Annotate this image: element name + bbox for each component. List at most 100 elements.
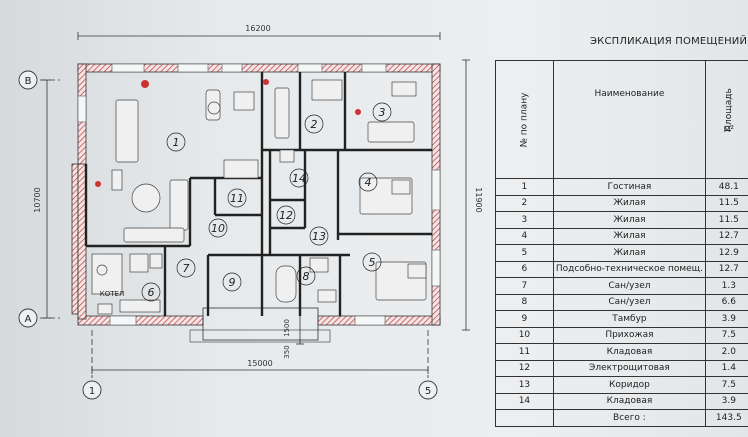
dim-top: 16200 [245,24,270,33]
axis-b-bubble [18,70,38,90]
room-12-label: 12 [279,209,293,222]
axis-a-bubble [18,308,38,328]
dim-bottom: 15000 [247,359,272,368]
row-name: Сан/узел [552,293,707,311]
row-name: Жилая [552,194,707,212]
porch [202,307,319,341]
axis-5-bubble [418,380,438,400]
dim-right: 11900 [474,187,483,212]
row-area: 1.4 [705,359,748,377]
row-area: 48.1 [705,178,748,196]
row-area: 3.9 [705,310,748,328]
row-num: 1 [495,178,554,196]
row-area: 6.6 [705,293,748,311]
row-name: Гостиная [552,178,707,196]
row-area: 12.7 [705,260,748,278]
axis-b-label: B [25,76,32,87]
explication-title: ЭКСПЛИКАЦИЯ ПОМЕЩЕНИЙ [590,36,748,47]
row-area: 11.5 [705,194,748,212]
plants [95,79,361,187]
boiler-label: КОТЕЛ [100,290,124,298]
room-4-label: 4 [365,176,372,189]
row-num: 2 [495,194,554,212]
row-num: 4 [495,227,554,245]
row-num: 13 [495,376,554,394]
row-area: 11.5 [705,211,748,229]
row-name: Жилая [552,244,707,262]
axis-1-bubble [82,380,102,400]
row-num: 3 [495,211,554,229]
total-row: Всего : 143.5 [495,409,748,427]
row-area: 7.5 [705,326,748,344]
room-1-label: 1 [173,136,180,149]
row-area: 12.7 [705,227,748,245]
row-num: 7 [495,277,554,295]
row-area: 3.9 [705,392,748,410]
room-8-label: 8 [303,270,310,283]
row-name: Тамбур [552,310,707,328]
total-area: 143.5 [705,409,748,427]
room-2-label: 2 [311,118,318,131]
row-num: 14 [495,392,554,410]
row-name: Жилая [552,227,707,245]
row-name: Кладовая [552,343,707,361]
furniture [91,79,427,315]
room-6-label: 6 [148,286,155,299]
floor-plan: 16200 10700 11900 15000 1500 350 B A 1 5 [18,24,483,400]
row-name: Кладовая [552,392,707,410]
room-9-label: 9 [229,276,236,289]
header-num: № по плану [495,60,554,179]
row-num: 8 [495,293,554,311]
row-num: 11 [495,343,554,361]
row-name: Коридор [552,376,707,394]
row-area: 1.3 [705,277,748,295]
axis-1-label: 1 [89,386,95,397]
axis-5-label: 5 [425,386,431,397]
room-10-label: 10 [211,222,225,235]
dim-porch: 1500 [283,319,291,337]
row-name: Подсобно-техническое помещ. [552,260,707,278]
axis-a-label: A [25,314,32,325]
room-14-label: 14 [292,172,306,185]
room-5-label: 5 [369,256,376,269]
dim-left: 10700 [33,187,42,212]
dim-porch-step: 350 [283,345,291,358]
row-num: 12 [495,359,554,377]
header-name: Наименование [552,60,707,179]
row-area: 12.9 [705,244,748,262]
total-label: Всего : [552,409,707,427]
row-name: Прихожая [552,326,707,344]
room-13-label: 13 [312,230,326,243]
header-unit: м² [723,124,734,135]
row-num: 10 [495,326,554,344]
room-3-label: 3 [379,106,386,119]
room-7-label: 7 [183,262,190,275]
row-name: Жилая [552,211,707,229]
row-area: 2.0 [705,343,748,361]
row-num: 6 [495,260,554,278]
row-num: 5 [495,244,554,262]
porch-step [189,329,331,343]
row-name: Электрощитовая [552,359,707,377]
room-11-label: 11 [230,192,244,205]
interior-walls [84,72,432,316]
row-num: 9 [495,310,554,328]
